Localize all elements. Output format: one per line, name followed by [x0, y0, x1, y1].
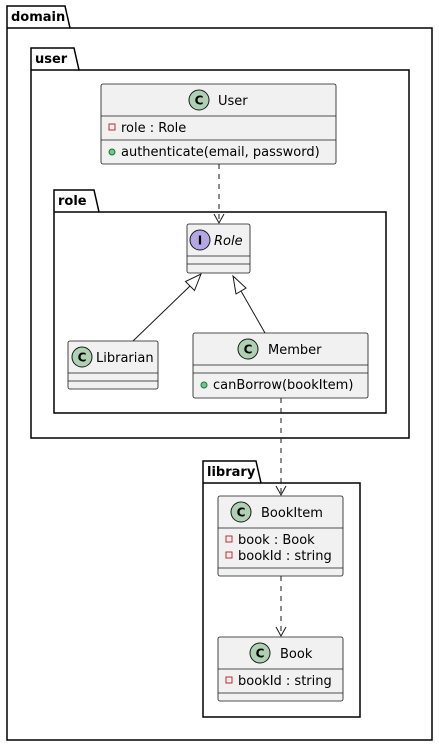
class-stereotype-letter: C	[78, 351, 87, 365]
class-stereotype-letter: C	[195, 94, 204, 108]
package-user-label: user	[35, 52, 68, 67]
public-visibility-icon	[108, 148, 116, 156]
package-library-label: library	[207, 465, 256, 480]
class-user-method: authenticate(email, password)	[121, 145, 320, 160]
interface-role[interactable]: I Role	[186, 223, 251, 274]
class-librarian[interactable]: C Librarian	[67, 340, 159, 390]
class-book-attribute: bookId : string	[238, 674, 332, 689]
interface-stereotype-icon	[189, 229, 211, 251]
class-stereotype-letter: C	[244, 343, 253, 357]
class-user-name: User	[218, 94, 248, 109]
package-library-frame	[202, 460, 361, 718]
relation-librarian-extends-role	[132, 272, 202, 342]
class-member-name: Member	[268, 343, 322, 358]
package-role-label: role	[58, 194, 87, 209]
package-domain: domain	[6, 5, 433, 741]
package-role-frame	[53, 189, 387, 414]
package-role: role	[53, 189, 387, 414]
private-visibility-icon	[225, 676, 233, 684]
interface-stereotype-letter: I	[198, 234, 202, 248]
class-bookitem-attribute: bookId : string	[238, 549, 332, 564]
package-domain-frame	[6, 5, 433, 741]
class-member-method: canBorrow(bookItem)	[213, 378, 353, 393]
class-stereotype-icon	[249, 642, 271, 664]
private-visibility-icon	[225, 551, 233, 559]
class-bookitem-name: BookItem	[261, 506, 323, 521]
class-bookitem[interactable]: C BookItem book : Book bookId : string	[217, 495, 344, 577]
public-visibility-icon	[200, 381, 208, 389]
class-user-attribute: role : Role	[121, 121, 186, 136]
class-stereotype-icon	[188, 89, 210, 111]
class-stereotype-icon	[71, 346, 93, 368]
private-visibility-icon	[108, 123, 116, 131]
class-book-name: Book	[280, 647, 313, 662]
class-stereotype-letter: C	[237, 506, 246, 520]
class-bookitem-attribute: book : Book	[238, 533, 315, 548]
class-book[interactable]: C Book bookId : string	[217, 636, 344, 702]
package-library: library	[202, 460, 361, 718]
package-domain-label: domain	[11, 10, 65, 25]
class-stereotype-icon	[230, 501, 252, 523]
package-user: user	[30, 47, 410, 439]
class-member[interactable]: C Member canBorrow(bookItem)	[192, 332, 369, 399]
package-user-frame	[30, 47, 410, 439]
private-visibility-icon	[225, 535, 233, 543]
class-user[interactable]: C User role : Role authenticate(email, p…	[100, 83, 337, 165]
class-stereotype-icon	[237, 338, 259, 360]
class-librarian-name: Librarian	[96, 351, 154, 366]
relation-member-extends-role	[232, 274, 266, 334]
class-stereotype-letter: C	[256, 647, 265, 661]
interface-role-name: Role	[214, 234, 243, 249]
